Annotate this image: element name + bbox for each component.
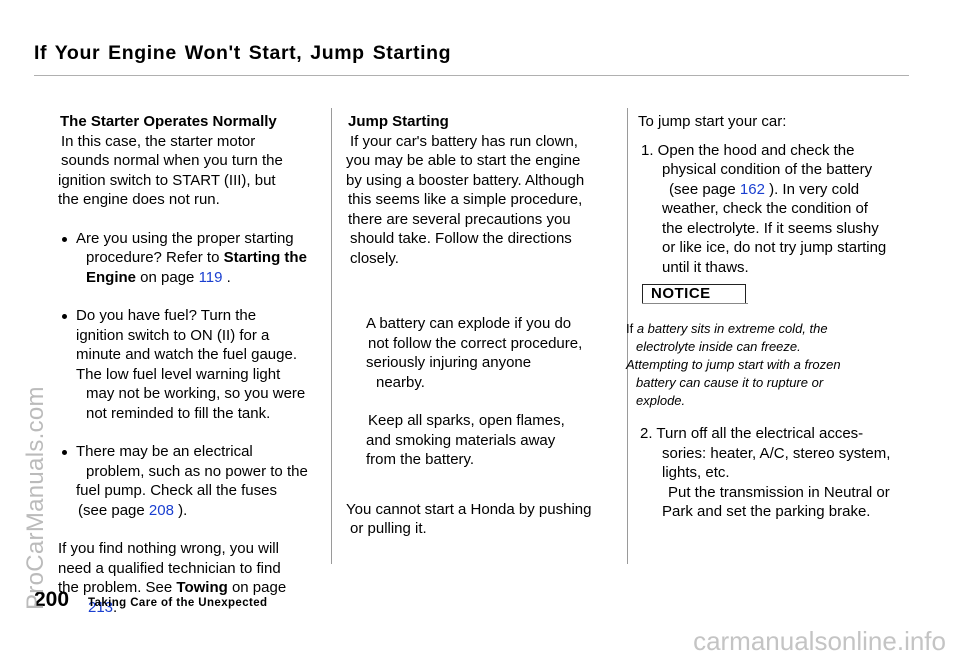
step-1: 1. Open the hood and check the physical … [638, 141, 913, 278]
text-line: sounds normal when you turn the [61, 152, 283, 169]
text-line: not reminded to fill the tank. [86, 404, 271, 422]
page-title: If Your Engine Won't Start, Jump Startin… [34, 42, 452, 64]
text-line: fuel pump. Check all the fuses [76, 482, 277, 499]
text-span: procedure? Refer to [86, 249, 224, 266]
xref-towing: Towing [176, 579, 228, 596]
text-line: weather, check the condition of [662, 200, 868, 217]
text-line: seriously injuring anyone [366, 354, 532, 371]
text-span: (see page [78, 501, 149, 519]
section-footer: Taking Care of the Unexpected [88, 597, 268, 609]
text-span: on page [227, 579, 287, 596]
watermark-left: ProCarManuals.com [22, 386, 49, 610]
text-line: 1. Open the hood and check the [641, 141, 855, 159]
text-line: the engine does not run. [58, 191, 220, 208]
text-span: a battery sits in extreme cold, the [636, 321, 828, 336]
text-line: battery can cause it to rupture or [636, 375, 824, 390]
header-rule [34, 75, 909, 76]
text-line: from the battery. [366, 451, 475, 468]
bullet-dot [62, 450, 67, 455]
text-line: Park and set the parking brake. [662, 503, 871, 520]
xref-engine: Engine [86, 268, 137, 286]
text-span: . [113, 598, 118, 616]
column-starter: The Starter Operates Normally In this ca… [58, 112, 326, 617]
xref-starting: Starting the [223, 249, 307, 266]
page-link-119[interactable]: 119 [198, 268, 223, 286]
notice-text: If a battery sits in extreme cold, the e… [626, 320, 911, 410]
text-line: ignition switch to START (III), but [58, 171, 276, 189]
text-line: If your car's battery has run clown, [350, 132, 578, 150]
text-line: Keep all sparks, open flames, [368, 412, 565, 429]
notice-label: NOTICE [642, 284, 746, 304]
text-line: there are several precautions you [348, 210, 571, 228]
bullet-dot [62, 314, 67, 319]
page-link-208[interactable]: 208 [148, 501, 174, 519]
text-line: minute and watch the fuel gauge. [76, 346, 297, 363]
warning-explode: A battery can explode if you do not foll… [346, 314, 622, 392]
section-heading-starter: The Starter Operates Normally [60, 113, 277, 130]
push-start-note: You cannot start a Honda by pushing or p… [346, 500, 622, 539]
column-procedure: To jump start your car: 1. Open the hood… [626, 112, 913, 520]
column-jump-starting: Jump Starting If your car's battery has … [346, 112, 622, 539]
page-number: 200 [34, 588, 70, 611]
text-line: electrolyte inside can freeze. [636, 339, 801, 354]
bullet-electrical: There may be an electrical problem, such… [60, 442, 326, 520]
text-line: You cannot start a Honda by pushing [346, 500, 592, 518]
text-line: may not be working, so you were [86, 385, 306, 402]
bullet-fuel: Do you have fuel? Turn the ignition swit… [60, 306, 326, 423]
text-line: ignition switch to ON (II) for a [76, 326, 270, 344]
text-line: explode. [636, 393, 686, 408]
text-span: ). In very cold [764, 180, 860, 198]
text-line: or like ice, do not try jump starting [662, 239, 887, 256]
text-span: ). [173, 501, 188, 519]
text-line: The low fuel level warning light [76, 365, 281, 383]
bullet-procedure: Are you using the proper starting proced… [60, 229, 326, 288]
page-link-213[interactable]: 213 [88, 598, 114, 616]
text-span: (see page [669, 180, 740, 198]
text-line: problem, such as no power to the [86, 462, 308, 480]
step-2: 2. Turn off all the electrical acces- so… [638, 424, 913, 522]
text-line: and smoking materials away [366, 431, 556, 449]
text-line: by using a booster battery. Although [346, 171, 585, 189]
text-line: Attempting to jump start with a frozen [626, 357, 841, 372]
text-line: this seems like a simple procedure, [348, 191, 583, 208]
closing-paragraph: If you find nothing wrong, you will need… [58, 539, 326, 617]
text-line: lights, etc. [662, 464, 730, 481]
text-span: If [626, 321, 637, 336]
section-heading-jump: Jump Starting [348, 113, 449, 130]
procedure-intro: To jump start your car: [638, 113, 787, 130]
text-line: If you find nothing wrong, you will [58, 540, 279, 557]
text-line: 2. Turn off all the electrical acces- [640, 425, 864, 442]
bullet-dot [62, 236, 67, 242]
text-line: A battery can explode if you do [366, 315, 572, 332]
page-link-162[interactable]: 162 [739, 180, 765, 198]
text-line: Are you using the proper starting [76, 229, 294, 247]
text-line: physical condition of the battery [662, 161, 873, 178]
text-line: you may be able to start the engine [346, 152, 581, 169]
notice-underline [642, 303, 748, 304]
text-line: Put the transmission in Neutral or [668, 483, 890, 501]
warning-sparks: Keep all sparks, open flames, and smokin… [346, 411, 622, 470]
text-line: There may be an electrical [76, 443, 253, 460]
text-line: not follow the correct procedure, [368, 334, 583, 352]
text-line: need a qualified technician to find [58, 559, 281, 577]
text-line: until it thaws. [662, 258, 749, 276]
text-span: . [222, 268, 231, 286]
text-line: In this case, the starter motor [61, 132, 256, 150]
text-line: closely. [350, 249, 399, 267]
column-divider-2 [627, 108, 628, 564]
text-line: sories: heater, A/C, stereo system, [662, 444, 891, 462]
text-line: nearby. [376, 373, 425, 391]
watermark-bottom: carmanualsonline.info [693, 626, 946, 656]
text-line: should take. Follow the directions [350, 230, 572, 247]
text-span: the problem. See [58, 579, 177, 596]
column-divider-1 [331, 108, 332, 564]
text-span: on page [136, 268, 199, 286]
text-line: or pulling it. [350, 520, 427, 537]
text-line: Do you have fuel? Turn the [76, 307, 257, 324]
text-line: the electrolyte. If it seems slushy [662, 219, 879, 237]
